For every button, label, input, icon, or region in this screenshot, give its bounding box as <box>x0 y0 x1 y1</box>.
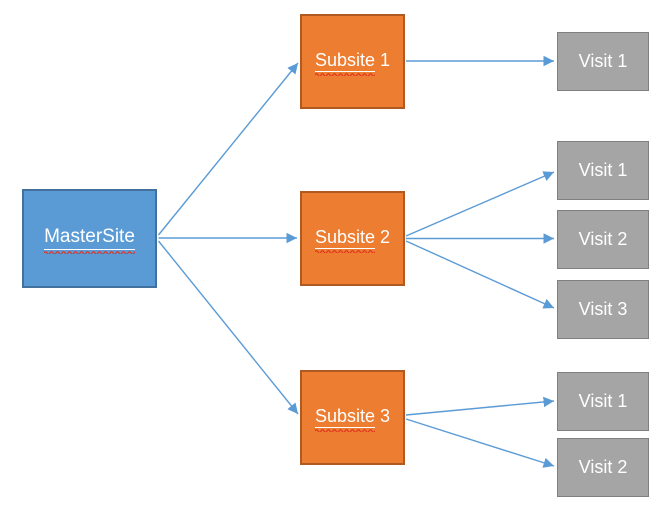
master-site-label-text: MasterSite <box>44 226 135 248</box>
subsite2-visit1-node: Visit 1 <box>557 141 649 200</box>
subsite-2-number: 2 <box>379 226 390 247</box>
visit-label: Visit 2 <box>578 228 628 249</box>
subsite-1-node: Subsite 1 <box>300 14 405 109</box>
misspelled-word: Subsite <box>315 49 376 77</box>
visit-label: Visit 1 <box>578 159 628 180</box>
connector-subsite2-to-visit1 <box>405 171 555 237</box>
visit-label: Visit 3 <box>578 298 628 319</box>
visit-label: Visit 2 <box>578 456 628 477</box>
spellcheck-squiggle-icon <box>315 73 376 77</box>
master-site-label: MasterSite <box>44 226 135 254</box>
subsite-2-word: Subsite <box>315 226 376 247</box>
subsite-1-label: Subsite 1 <box>315 49 390 77</box>
subsite-1-word: Subsite <box>315 49 376 70</box>
subsite-3-label: Subsite 3 <box>315 405 390 433</box>
subsite-1-number: 1 <box>379 49 390 70</box>
misspelled-word: MasterSite <box>44 226 135 254</box>
subsite1-visit1-node: Visit 1 <box>557 32 649 91</box>
subsite2-visit3-node: Visit 3 <box>557 280 649 339</box>
master-site-node: MasterSite <box>22 189 157 288</box>
subsite3-visit1-node: Visit 1 <box>557 372 649 431</box>
connector-master-to-subsite1 <box>157 62 299 236</box>
subsite-2-label: Subsite 2 <box>315 226 390 254</box>
connector-subsite3-to-visit1 <box>405 396 555 416</box>
misspelled-word: Subsite <box>315 405 376 433</box>
misspelled-word: Subsite <box>315 226 376 254</box>
visit-label: Visit 1 <box>578 50 628 71</box>
spellcheck-squiggle-icon <box>315 429 376 433</box>
subsite2-visit2-node: Visit 2 <box>557 210 649 269</box>
spellcheck-squiggle-icon <box>44 251 135 254</box>
subsite-2-node: Subsite 2 <box>300 191 405 286</box>
subsite-3-node: Subsite 3 <box>300 370 405 465</box>
subsite3-visit2-node: Visit 2 <box>557 438 649 497</box>
spellcheck-squiggle-icon <box>315 250 376 254</box>
connector-subsite3-to-visit2 <box>405 418 555 468</box>
connector-subsite2-to-visit3 <box>405 240 555 309</box>
subsite-3-number: 3 <box>379 405 390 426</box>
subsite-3-word: Subsite <box>315 405 376 426</box>
connector-master-to-subsite3 <box>157 240 299 415</box>
visit-label: Visit 1 <box>578 390 628 411</box>
